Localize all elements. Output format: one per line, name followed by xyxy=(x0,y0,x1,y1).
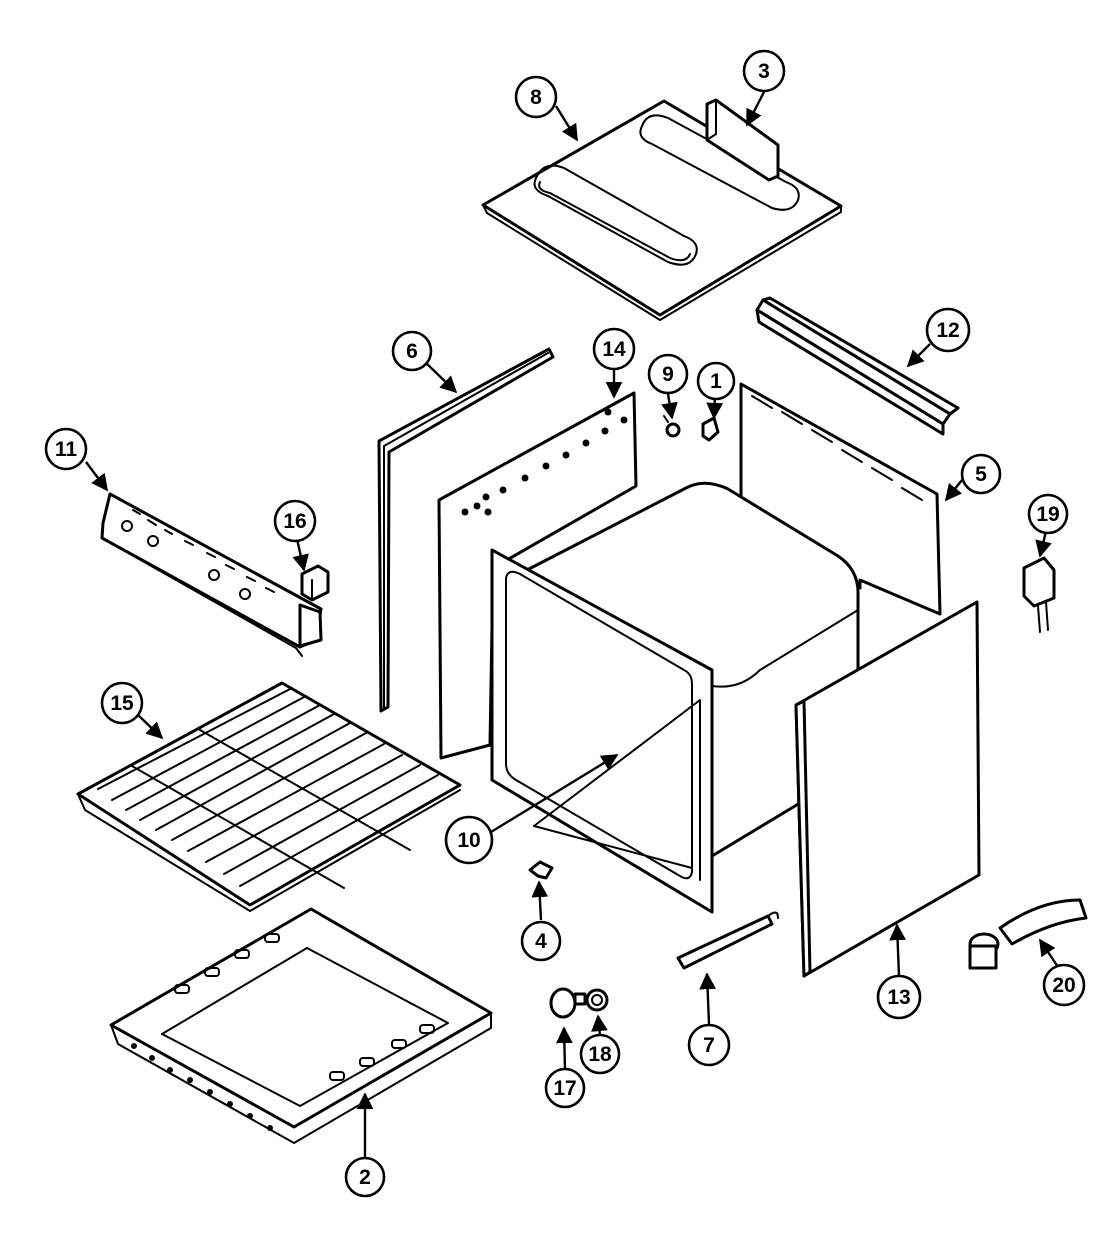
callout-16: 16 xyxy=(273,499,317,543)
oven-rack-part xyxy=(76,681,462,912)
switch-part xyxy=(300,564,330,602)
clip-part xyxy=(701,416,720,442)
callout-14-label: 14 xyxy=(602,338,626,361)
callout-10: 10 xyxy=(444,815,494,865)
callout-4: 4 xyxy=(520,920,562,962)
bottom-panel-part xyxy=(109,907,493,1144)
leader-lines xyxy=(85,91,1061,1158)
screw-part xyxy=(663,415,681,438)
side-trim-part xyxy=(377,347,555,713)
callout-1: 1 xyxy=(696,361,736,401)
callout-9: 9 xyxy=(647,353,689,395)
callout-4-label: 4 xyxy=(535,930,547,953)
lens-part xyxy=(585,988,609,1012)
callout-5: 5 xyxy=(960,453,1002,495)
callout-9-label: 9 xyxy=(662,363,674,386)
callout-1-label: 1 xyxy=(710,370,722,393)
callout-20-label: 20 xyxy=(1052,974,1075,997)
callout-15: 15 xyxy=(100,681,144,725)
callout-17: 17 xyxy=(544,1067,586,1109)
callout-19: 19 xyxy=(1027,493,1069,535)
light-bulb-part xyxy=(549,987,587,1019)
callout-11-label: 11 xyxy=(55,438,78,461)
gas-connector-part xyxy=(968,898,1088,970)
callout-8-label: 8 xyxy=(530,86,542,109)
callout-3: 3 xyxy=(742,49,786,93)
callout-19-label: 19 xyxy=(1036,503,1059,526)
callout-16-label: 16 xyxy=(283,510,306,533)
callout-15-label: 15 xyxy=(110,692,134,715)
callout-13-label: 13 xyxy=(887,986,910,1009)
callout-6-label: 6 xyxy=(406,340,418,363)
callout-12: 12 xyxy=(925,307,971,353)
callout-11: 11 xyxy=(44,427,88,471)
callout-6: 6 xyxy=(391,330,433,372)
top-bracket-part xyxy=(705,98,780,182)
callout-10-label: 10 xyxy=(457,829,480,852)
rear-rail-part xyxy=(755,296,960,436)
callout-2: 2 xyxy=(344,1156,386,1198)
callout-12-label: 12 xyxy=(936,319,959,342)
callout-7-label: 7 xyxy=(703,1034,715,1057)
control-bracket-part xyxy=(100,492,323,657)
callout-17-label: 17 xyxy=(553,1077,576,1100)
callout-18: 18 xyxy=(579,1033,621,1075)
top-panel-part xyxy=(481,99,843,321)
callout-5-label: 5 xyxy=(975,463,987,486)
callout-13: 13 xyxy=(876,974,922,1020)
callout-14: 14 xyxy=(592,327,636,371)
callout-3-label: 3 xyxy=(758,60,770,83)
callout-8: 8 xyxy=(514,75,558,119)
front-side-panel-part xyxy=(794,600,981,978)
callout-7: 7 xyxy=(687,1023,731,1067)
callout-2-label: 2 xyxy=(359,1166,371,1189)
spring-part xyxy=(676,911,779,970)
thermostat-part xyxy=(1022,556,1056,633)
callout-18-label: 18 xyxy=(588,1043,612,1066)
callout-20: 20 xyxy=(1042,963,1086,1007)
hinge-clip-part xyxy=(528,860,554,880)
